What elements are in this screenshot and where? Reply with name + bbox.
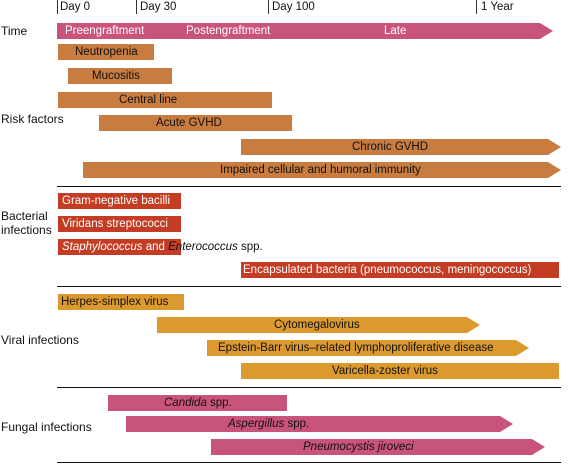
- axis-label-1-year: 1 Year: [481, 1, 514, 13]
- bar-label: Staphylococcus and Enterococcus spp.: [62, 239, 263, 255]
- bar-cmv: Cytomegalovirus: [157, 317, 480, 333]
- bar-label: Gram-negative bacilli: [62, 195, 171, 207]
- tick-1-year: [476, 0, 477, 14]
- and-text: and: [142, 241, 169, 253]
- tick-day-30: [136, 0, 137, 14]
- bar-staph-enterococcus: Staphylococcus and Enterococcus spp.: [58, 239, 263, 255]
- bar-label: Pneumocystis jiroveci: [303, 439, 414, 455]
- bar-arrowhead: [548, 162, 561, 178]
- section-label-time: Time: [1, 24, 28, 38]
- bar-arrowhead: [500, 416, 513, 432]
- bar-label: Aspergillus spp.: [228, 416, 309, 432]
- section-label-fungal: Fungal infections: [1, 420, 92, 434]
- spp-text: spp.: [237, 241, 263, 253]
- bar-label: Candida spp.: [164, 395, 232, 411]
- section-label-risk-factors: Risk factors: [1, 112, 64, 126]
- bar-candida: Candida spp.: [108, 395, 287, 411]
- bar-label: Viridans streptococci: [62, 218, 168, 230]
- bar-arrowhead: [548, 139, 561, 155]
- bar-label: Central line: [119, 94, 178, 106]
- bar-label: Mucositis: [92, 70, 140, 82]
- section-divider: [57, 286, 561, 287]
- bar-label: Cytomegalovirus: [274, 319, 360, 331]
- bar-label: Acute GVHD: [156, 117, 222, 129]
- staphylococcus-text: Staphylococcus: [62, 241, 143, 253]
- axis-label-day-100: Day 100: [272, 1, 315, 13]
- spp-text: spp.: [284, 418, 310, 430]
- aspergillus-text: Aspergillus: [228, 418, 285, 430]
- bar-label: Neutropenia: [75, 46, 138, 58]
- bar-arrowhead: [532, 439, 545, 455]
- bar-label: Varicella-zoster virus: [332, 365, 438, 377]
- bar-label: Herpes-simplex virus: [61, 296, 169, 308]
- bar-ebv: Epstein-Barr virus–related lymphoprolife…: [207, 340, 529, 356]
- bar-chronic-gvhd: Chronic GVHD: [241, 139, 561, 155]
- bar-label: Epstein-Barr virus–related lymphoprolife…: [218, 342, 494, 354]
- candida-text: Candida: [164, 397, 207, 409]
- bar-encapsulated: Encapsulated bacteria (pneumococcus, men…: [241, 262, 559, 278]
- section-divider: [57, 186, 561, 187]
- bar-aspergillus: Aspergillus spp.: [126, 416, 513, 432]
- bar-arrowhead: [467, 317, 480, 333]
- bar-arrowhead: [540, 23, 553, 39]
- axis-label-day-30: Day 30: [140, 1, 177, 13]
- phase-preengraftment: Preengraftment: [65, 25, 145, 37]
- bar-arrowhead: [516, 340, 529, 356]
- tick-day-100: [268, 0, 269, 14]
- bar-central-line: Central line: [58, 92, 272, 108]
- bar-time: Preengraftment Postengraftment Late: [57, 23, 553, 39]
- phase-postengraftment: Postengraftment: [186, 25, 271, 37]
- axis-label-day-0: Day 0: [60, 1, 91, 13]
- bar-hsv: Herpes-simplex virus: [58, 294, 184, 310]
- section-label-bacterial: Bacterial infections: [1, 209, 52, 237]
- section-label-viral: Viral infections: [1, 333, 79, 347]
- tick-day-0: [57, 0, 58, 14]
- section-divider: [57, 462, 561, 463]
- section-divider: [57, 387, 561, 388]
- bar-impaired-immunity: Impaired cellular and humoral immunity: [83, 162, 561, 178]
- bar-acute-gvhd: Acute GVHD: [99, 115, 292, 131]
- pneumocystis-text: Pneumocystis jiroveci: [303, 441, 414, 453]
- bar-gram-negative: Gram-negative bacilli: [58, 193, 181, 209]
- bar-label: Encapsulated bacteria (pneumococcus, men…: [243, 264, 532, 276]
- enterococcus-text: Enterococcus: [168, 241, 238, 253]
- bar-label: Chronic GVHD: [352, 141, 429, 153]
- phase-late: Late: [384, 25, 407, 37]
- bar-mucositis: Mucositis: [68, 68, 172, 84]
- bar-vzv: Varicella-zoster virus: [241, 363, 559, 379]
- spp-text: spp.: [206, 397, 232, 409]
- bar-neutropenia: Neutropenia: [58, 44, 154, 60]
- bar-label: Impaired cellular and humoral immunity: [220, 164, 421, 176]
- bar-viridans: Viridans streptococci: [58, 216, 181, 232]
- bar-pneumocystis: Pneumocystis jiroveci: [211, 439, 545, 455]
